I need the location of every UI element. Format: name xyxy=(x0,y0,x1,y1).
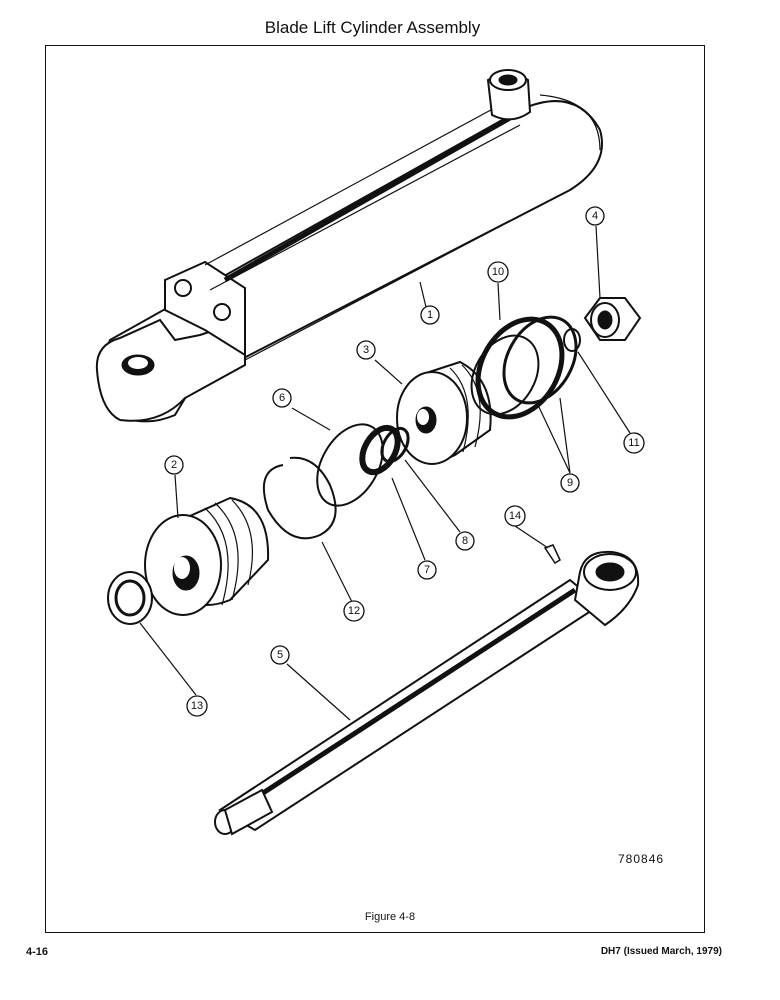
svg-text:2: 2 xyxy=(171,459,177,471)
callout-11: 11 xyxy=(623,432,645,454)
svg-text:5: 5 xyxy=(277,649,283,661)
page-title: Blade Lift Cylinder Assembly xyxy=(264,18,481,37)
svg-text:1: 1 xyxy=(427,309,433,321)
callout-1: 1 xyxy=(420,305,440,325)
drawing-number: 780846 xyxy=(618,852,665,866)
callout-6: 6 xyxy=(272,388,292,408)
svg-text:12: 12 xyxy=(348,605,360,617)
svg-text:7: 7 xyxy=(424,564,430,576)
snap-ring xyxy=(263,456,337,540)
o-ring xyxy=(563,328,581,352)
callout-2: 2 xyxy=(164,455,184,475)
svg-text:13: 13 xyxy=(191,700,203,712)
svg-text:10: 10 xyxy=(492,266,504,278)
piston xyxy=(396,360,492,465)
nut xyxy=(583,297,642,341)
figure-frame xyxy=(45,45,705,933)
gland xyxy=(144,496,270,616)
cylinder-barrel xyxy=(95,69,603,423)
callout-leaders xyxy=(139,225,631,721)
callout-14: 14 xyxy=(504,505,526,527)
grease-fitting xyxy=(543,544,561,565)
document-reference: DH7 (Issued March, 1979) xyxy=(600,946,722,957)
rod-seal-set xyxy=(359,424,410,476)
svg-text:11: 11 xyxy=(628,437,639,449)
svg-text:14: 14 xyxy=(509,510,521,522)
svg-text:8: 8 xyxy=(462,535,468,547)
callout-10: 10 xyxy=(487,261,509,283)
callout-7: 7 xyxy=(417,560,437,580)
svg-text:9: 9 xyxy=(567,477,573,489)
piston-seals xyxy=(470,315,578,420)
figure-caption: Figure 4-8 xyxy=(364,911,416,923)
callout-8: 8 xyxy=(455,531,475,551)
svg-text:4: 4 xyxy=(592,210,598,222)
callout-13: 13 xyxy=(186,695,208,717)
callout-9: 9 xyxy=(560,473,580,493)
piston-rod xyxy=(214,550,640,836)
callout-5: 5 xyxy=(270,645,290,665)
callout-3: 3 xyxy=(356,340,376,360)
wiper-seal xyxy=(107,571,153,625)
callout-4: 4 xyxy=(585,206,605,226)
svg-text:6: 6 xyxy=(279,392,285,404)
page-number: 4-16 xyxy=(26,946,49,958)
callout-12: 12 xyxy=(343,600,365,622)
svg-text:3: 3 xyxy=(363,344,369,356)
